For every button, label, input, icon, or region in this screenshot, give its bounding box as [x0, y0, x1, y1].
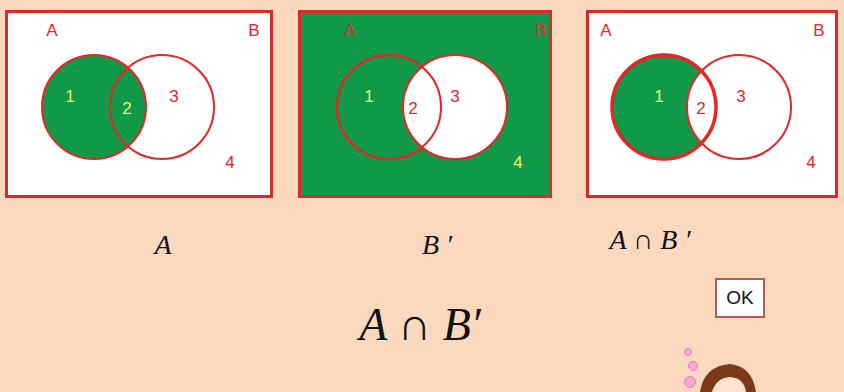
caption: A ∩ B′ [359, 300, 481, 351]
set-circle [110, 55, 214, 159]
ok-button: OK [715, 278, 765, 318]
set-circle [403, 55, 507, 159]
set-label: A [46, 22, 57, 41]
venn-circles [301, 13, 549, 195]
set-circle [612, 55, 716, 159]
set-label: B [813, 22, 824, 41]
region-number: 1 [65, 88, 74, 107]
heart-bubble [689, 362, 698, 371]
region-number: 4 [513, 154, 522, 173]
set-label: A [600, 22, 611, 41]
venn-panel: A B 1 2 3 4 [5, 10, 273, 198]
region-number: 4 [806, 154, 815, 173]
region-number: 2 [696, 100, 705, 119]
set-circle [612, 55, 716, 159]
region-number: 2 [408, 100, 417, 119]
set-circle [337, 55, 441, 159]
character-face [712, 377, 746, 392]
set-label: B [535, 22, 546, 41]
region-number: 2 [122, 100, 131, 119]
set-circle [42, 55, 146, 159]
region-number: 4 [225, 154, 234, 173]
region-number: 1 [364, 88, 373, 107]
set-expression: A ∩ B ′ [609, 225, 690, 256]
venn-panel: A B 1 2 3 4 [298, 10, 552, 198]
heart-bubble [685, 377, 696, 388]
character-hair [700, 364, 756, 392]
set-label: A [344, 22, 355, 41]
heart-bubble [685, 349, 692, 356]
set-expression: A [154, 230, 171, 261]
region-number: 3 [450, 88, 459, 107]
venn-circles [589, 13, 835, 195]
button-label: OK [726, 288, 753, 309]
region-number: 3 [169, 88, 178, 107]
set-expression: B ′ [422, 230, 452, 261]
venn-panel: A B 1 2 3 4 [586, 10, 838, 198]
region-number: 3 [736, 88, 745, 107]
set-label: B [248, 22, 259, 41]
region-number: 1 [654, 88, 663, 107]
